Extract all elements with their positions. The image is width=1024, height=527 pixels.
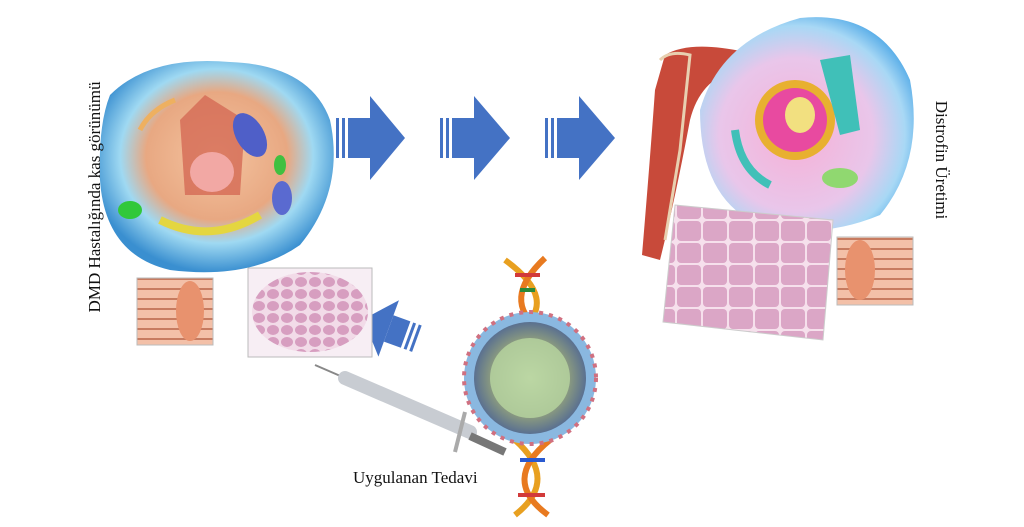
dmd-muscle-cell-illustration [99, 60, 334, 273]
healthy-muscle-cell-illustration [700, 17, 914, 231]
fiber-cross-section [176, 281, 204, 341]
arm-muscle-illustration [642, 46, 745, 260]
arrow-3 [545, 96, 615, 180]
dmd-muscle-view-label: DMD Hastalığında kas görünümü [85, 81, 104, 313]
arrow-1 [336, 96, 405, 180]
process-arrows [336, 96, 615, 357]
healthy-tissue-section [662, 204, 834, 341]
arrow-treatment [363, 300, 422, 357]
dystrophin-production-label: Distrofin Üretimi [932, 100, 951, 220]
viral-vector-illustration [462, 310, 598, 446]
fiber-cross-section [845, 240, 875, 300]
syringe-illustration [314, 364, 507, 456]
arrow-2 [440, 96, 510, 180]
applied-treatment-label: Uygulanan Tedavi [353, 468, 478, 487]
